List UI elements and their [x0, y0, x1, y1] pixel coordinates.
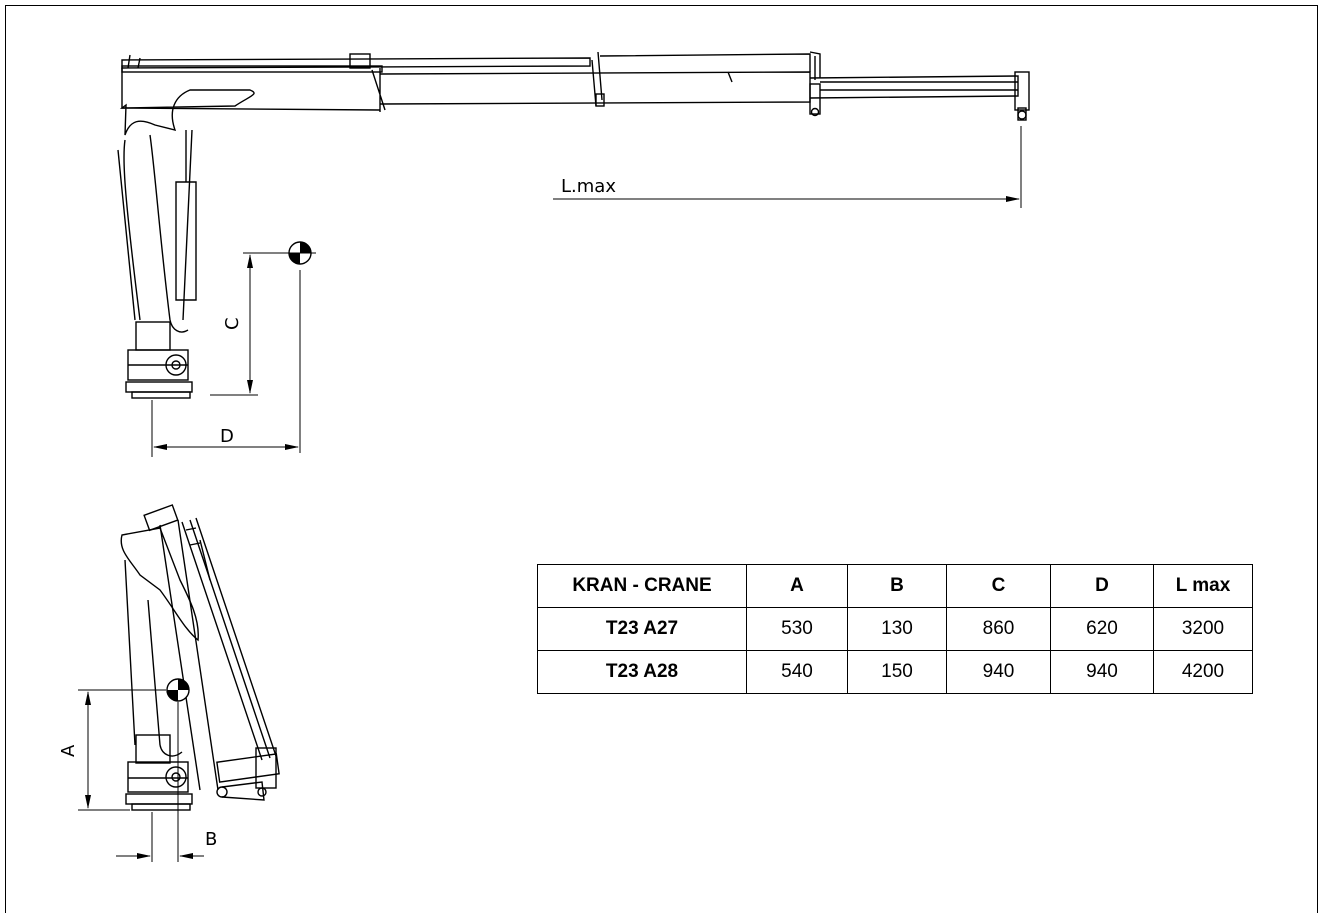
- drawing-frame: [5, 5, 1318, 913]
- table-cell: 860: [946, 607, 1051, 651]
- table-cell: 540: [746, 650, 848, 694]
- d-label: D: [220, 426, 234, 447]
- table-cell: 940: [1050, 650, 1154, 694]
- table-row: T23 A28 540 150 940 940 4200: [537, 650, 1253, 694]
- b-label: B: [205, 829, 217, 850]
- table-row: T23 A27 530 130 860 620 3200: [537, 607, 1253, 651]
- model-cell: T23 A28: [537, 650, 747, 694]
- table-cell: 3200: [1153, 607, 1253, 651]
- table-cell: 150: [847, 650, 947, 694]
- center-of-gravity-icon: [284, 241, 316, 265]
- column-header: C: [946, 564, 1051, 608]
- dimension-lines-top: [151, 126, 1022, 457]
- column-header: D: [1050, 564, 1154, 608]
- table-cell: 530: [746, 607, 848, 651]
- crane-extended-view: [117, 51, 1030, 399]
- dimension-lines-bottom: [78, 689, 204, 862]
- column-header: KRAN - CRANE: [537, 564, 747, 608]
- c-label: C: [222, 317, 243, 330]
- model-cell: T23 A27: [537, 607, 747, 651]
- lmax-label: L.max: [561, 176, 616, 197]
- table-cell: 620: [1050, 607, 1154, 651]
- table-cell: 4200: [1153, 650, 1253, 694]
- a-label: A: [58, 744, 79, 757]
- column-header: B: [847, 564, 947, 608]
- table-cell: 940: [946, 650, 1051, 694]
- column-header: A: [746, 564, 848, 608]
- table-cell: 130: [847, 607, 947, 651]
- table-header-row: KRAN - CRANE A B C D L max: [537, 564, 1253, 608]
- column-header: L max: [1153, 564, 1253, 608]
- crane-spec-table: KRAN - CRANE A B C D L max T23 A27 530 1…: [537, 564, 1253, 694]
- crane-folded-view: [120, 504, 280, 811]
- center-of-gravity-icon: [166, 678, 190, 702]
